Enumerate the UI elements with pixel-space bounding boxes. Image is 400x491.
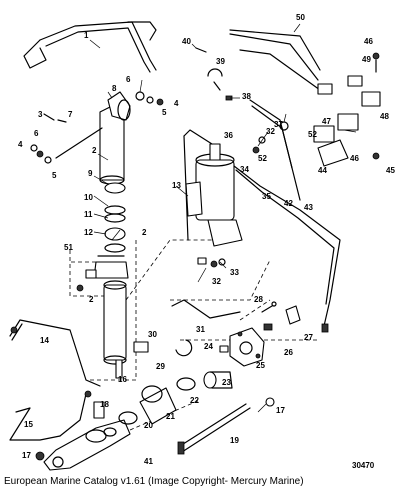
part-15-line <box>9 390 92 441</box>
callout-21: 21 <box>166 412 175 421</box>
callout-1: 1 <box>84 31 89 40</box>
callout-2b: 2 <box>142 228 147 237</box>
callout-43: 43 <box>304 203 313 212</box>
callout-44: 44 <box>318 166 327 175</box>
washers-top <box>30 91 164 164</box>
part-13-motor <box>183 129 243 247</box>
callout-42: 42 <box>284 199 293 208</box>
callout-22: 22 <box>190 396 199 405</box>
callout-20: 20 <box>144 421 153 430</box>
callout-41: 41 <box>144 457 153 466</box>
callout-5b: 5 <box>162 108 167 117</box>
part-31-line <box>171 299 241 319</box>
part-51-clamp <box>76 255 129 292</box>
parts-29-30 <box>133 339 193 357</box>
callout-2c: 2 <box>89 295 94 304</box>
callout-13: 13 <box>172 181 181 190</box>
callout-35: 35 <box>262 192 271 201</box>
callout-47: 47 <box>322 117 331 126</box>
callout-2: 2 <box>92 146 97 155</box>
callout-33: 33 <box>230 268 239 277</box>
callout-8: 8 <box>112 84 117 93</box>
callout-51: 51 <box>64 243 73 252</box>
callout-12: 12 <box>84 228 93 237</box>
callout-16: 16 <box>118 375 127 384</box>
callout-46b: 46 <box>350 154 359 163</box>
callout-numbers: 1 2 2 2 3 4 4 5 5 6 6 7 8 9 10 11 12 13 … <box>18 13 395 466</box>
fasteners-32-33 <box>197 136 266 268</box>
callout-32b: 32 <box>266 127 275 136</box>
parts-20-23 <box>118 371 233 425</box>
parts-26-28 <box>261 301 301 331</box>
part-19-rod <box>177 403 251 455</box>
harness-43-50 <box>229 29 381 333</box>
callout-40: 40 <box>182 37 191 46</box>
callout-24: 24 <box>204 342 213 351</box>
callout-4b: 4 <box>174 99 179 108</box>
callout-39: 39 <box>216 57 225 66</box>
callout-4: 4 <box>18 140 23 149</box>
callout-34: 34 <box>240 165 249 174</box>
callout-36: 36 <box>224 131 233 140</box>
callout-30: 30 <box>148 330 157 339</box>
callout-18: 18 <box>100 400 109 409</box>
part-2-cylinder <box>99 105 127 365</box>
callout-9: 9 <box>88 169 93 178</box>
callout-5: 5 <box>52 171 57 180</box>
callout-28: 28 <box>254 295 263 304</box>
callout-46: 46 <box>364 37 373 46</box>
callout-49: 49 <box>362 55 371 64</box>
callout-26: 26 <box>284 348 293 357</box>
callout-38: 38 <box>242 92 251 101</box>
callout-6: 6 <box>34 129 39 138</box>
callout-17: 17 <box>22 451 31 460</box>
callout-17b: 17 <box>276 406 285 415</box>
callout-10: 10 <box>84 193 93 202</box>
callout-50: 50 <box>296 13 305 22</box>
callout-52: 52 <box>308 130 317 139</box>
callout-29: 29 <box>156 362 165 371</box>
figure-id: 30470 <box>352 461 375 470</box>
part-41-manifold <box>35 401 131 471</box>
callout-15: 15 <box>24 420 33 429</box>
rings-9-12 <box>104 182 126 253</box>
part-16-fitting <box>115 359 123 379</box>
callout-14: 14 <box>40 336 49 345</box>
callout-3: 3 <box>38 110 43 119</box>
part-14-line <box>9 319 101 387</box>
callout-19: 19 <box>230 436 239 445</box>
callout-23: 23 <box>222 378 231 387</box>
parts-37-40 <box>195 47 289 131</box>
part-25-pump <box>219 327 265 367</box>
callout-7: 7 <box>68 110 73 119</box>
image-caption: European Marine Catalog v1.61 (Image Cop… <box>4 476 304 487</box>
part-1-tube <box>23 21 157 73</box>
fasteners-misc <box>43 113 275 407</box>
callout-25: 25 <box>256 361 265 370</box>
callout-11: 11 <box>84 210 93 219</box>
callout-31: 31 <box>196 325 205 334</box>
callout-32: 32 <box>212 277 221 286</box>
callout-48: 48 <box>380 112 389 121</box>
callout-37: 37 <box>274 120 283 129</box>
part-8-elbow <box>107 91 131 121</box>
relays-44-48 <box>313 52 380 167</box>
callout-27: 27 <box>304 333 313 342</box>
leader-lines <box>89 23 357 413</box>
callout-6b: 6 <box>126 75 131 84</box>
callout-52b: 52 <box>258 154 267 163</box>
callout-45: 45 <box>386 166 395 175</box>
